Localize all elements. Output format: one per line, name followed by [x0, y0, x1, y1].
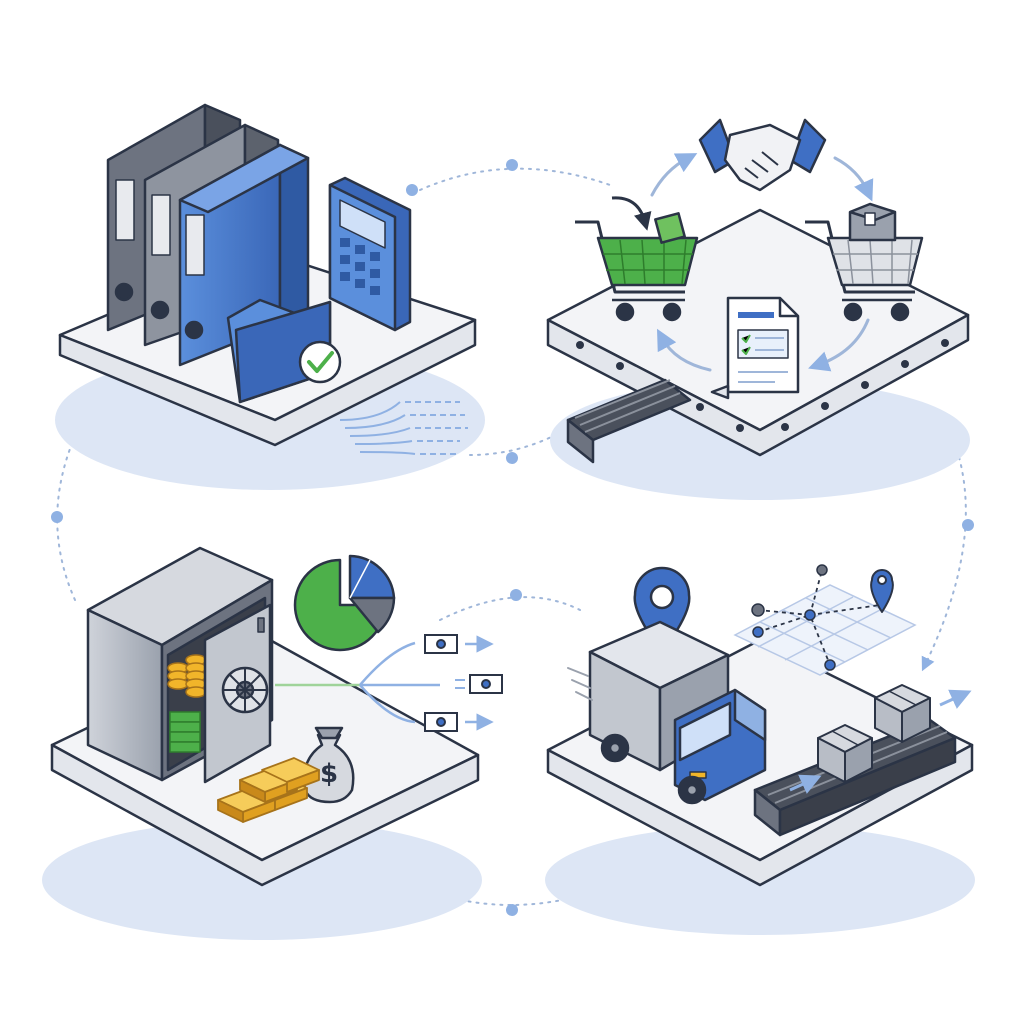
gold-bars-icon	[217, 757, 320, 823]
invoice-icon	[710, 296, 800, 400]
route-map-icon	[733, 564, 917, 676]
package-box-icon	[848, 202, 897, 242]
quadrant-accounting	[55, 103, 485, 490]
money-bag-dollar-symbol: $	[320, 759, 338, 789]
conveyor-arrow	[789, 774, 822, 794]
location-pin-icon	[870, 569, 894, 613]
safe-door-icon	[203, 603, 272, 784]
banknote-icon	[424, 634, 494, 654]
connector-node	[962, 519, 974, 531]
quadrant-treasury: $	[42, 546, 503, 940]
cash-stack-icon	[169, 711, 201, 753]
connector-node	[406, 184, 418, 196]
quadrant-procurement	[546, 118, 970, 500]
package-box-icon	[817, 724, 873, 783]
connector-node	[506, 904, 518, 916]
check-icon	[298, 340, 342, 384]
connector-top	[419, 167, 611, 191]
pie-chart-icon	[293, 554, 396, 652]
handshake-icon	[698, 118, 827, 192]
connector-left	[56, 408, 89, 601]
connector-node	[506, 159, 518, 171]
data-stream-lines	[339, 401, 468, 455]
gold-coins-icon	[167, 654, 207, 698]
connector-node	[506, 452, 518, 464]
connector-nodes	[51, 159, 974, 916]
banknote-icon	[455, 674, 503, 694]
output-arrow	[939, 689, 972, 709]
connector-right	[921, 419, 967, 672]
delivery-truck-icon	[588, 620, 767, 805]
speed-lines	[567, 667, 593, 701]
calculator-icon	[328, 176, 412, 332]
banknote-icon	[424, 712, 494, 732]
quadrant-logistics	[545, 564, 975, 935]
arrow-into-cart	[611, 196, 652, 231]
connector-node	[51, 511, 63, 523]
cycle-arrows	[650, 153, 874, 372]
shopping-cart-icon	[805, 202, 924, 322]
package-box-icon	[874, 684, 931, 743]
conveyor-belt-icon	[566, 378, 692, 464]
shopping-cart-icon	[575, 212, 699, 322]
money-flow-lines	[275, 641, 440, 724]
connector-middle	[439, 596, 581, 621]
connector-node	[510, 589, 522, 601]
